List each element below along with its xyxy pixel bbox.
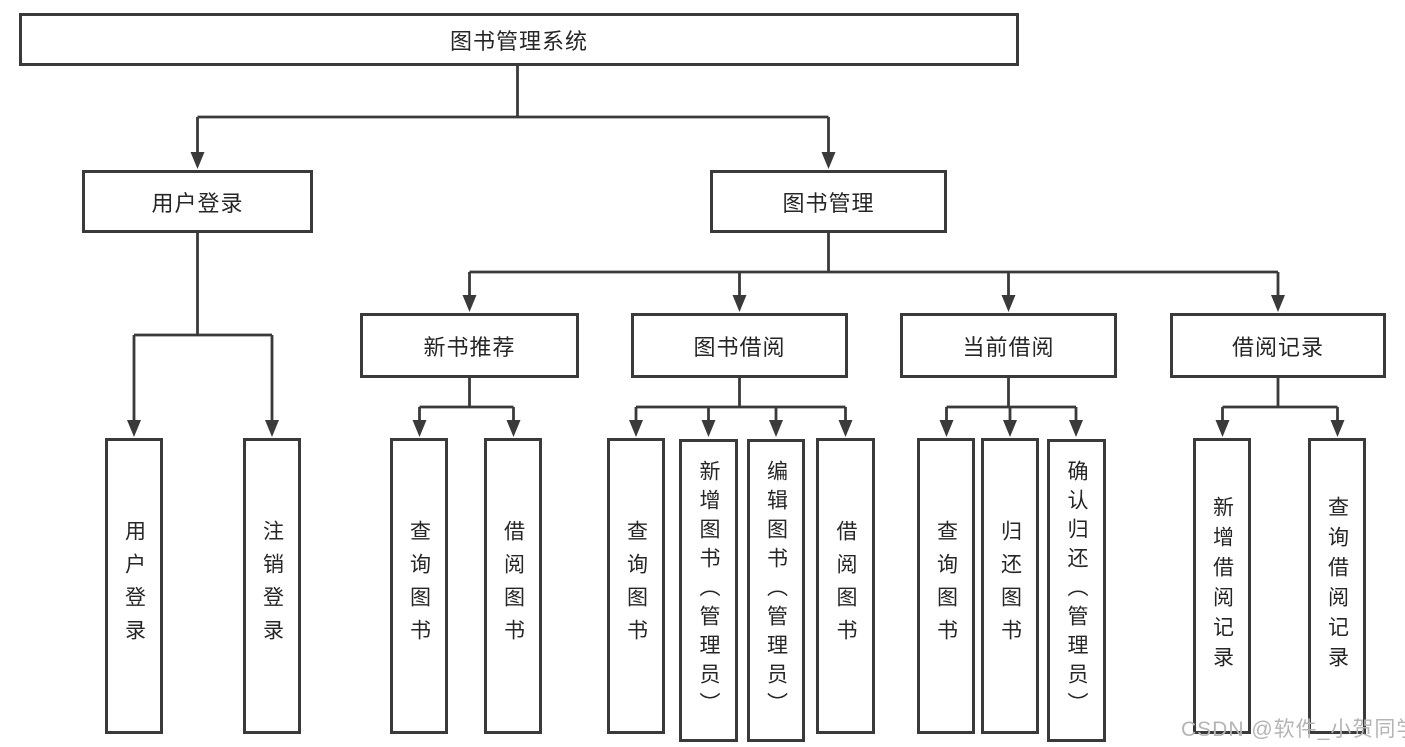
leaf-current-query-books: 查询图书 (917, 438, 975, 734)
node-current-borrow-label: 当前借阅 (962, 334, 1055, 360)
node-book-borrow: 图书借阅 (631, 313, 848, 378)
leaf-add-books-admin: 新增图书（管理员） (679, 439, 738, 742)
leaf-return-books: 归还图书 (981, 438, 1039, 734)
edge-borrow-record-children (1215, 378, 1345, 437)
node-current-borrow: 当前借阅 (900, 313, 1117, 378)
node-new-book-recommend: 新书推荐 (360, 313, 579, 378)
leaf-recommend-query-books: 查询图书 (390, 438, 448, 734)
edge-book-borrow-children (629, 378, 853, 437)
leaf-edit-books-admin-label: 编辑图书（管理员） (764, 460, 788, 721)
leaf-confirm-return-admin-label: 确认归还（管理员） (1065, 460, 1088, 721)
leaf-add-borrow-record-label: 新增借阅记录 (1210, 496, 1234, 676)
leaf-recommend-borrow-books-label: 借阅图书 (501, 520, 525, 652)
leaf-user-login-label: 用户登录 (122, 520, 146, 652)
node-borrow-record-label: 借阅记录 (1231, 334, 1324, 360)
edge-book-management-children (462, 233, 1285, 312)
node-library-system-label: 图书管理系统 (449, 28, 588, 54)
leaf-edit-books-admin: 编辑图书（管理员） (747, 439, 805, 742)
node-book-management: 图书管理 (710, 170, 947, 233)
edge-user-login-children (127, 233, 279, 437)
edge-new-book-recommend-children (412, 378, 521, 437)
leaf-recommend-borrow-books: 借阅图书 (484, 438, 542, 734)
leaf-add-borrow-record: 新增借阅记录 (1193, 438, 1251, 734)
leaf-logout-label: 注销登录 (260, 520, 284, 652)
leaf-query-borrow-record: 查询借阅记录 (1308, 438, 1366, 734)
leaf-query-borrow-record-label: 查询借阅记录 (1325, 496, 1349, 676)
node-new-book-recommend-label: 新书推荐 (423, 334, 516, 360)
leaf-borrow-query-books: 查询图书 (607, 438, 665, 734)
leaf-return-books-label: 归还图书 (998, 520, 1022, 652)
node-book-borrow-label: 图书借阅 (693, 334, 786, 360)
edge-current-borrow-children (939, 378, 1083, 437)
node-user-login-label: 用户登录 (151, 190, 244, 216)
leaf-current-query-books-label: 查询图书 (934, 520, 958, 652)
leaf-borrow-books-label: 借阅图书 (834, 520, 857, 652)
node-user-login: 用户登录 (82, 170, 313, 233)
csdn-watermark: CSDN @软件_小贺同学 (1181, 718, 1405, 741)
leaf-logout: 注销登录 (243, 438, 301, 734)
node-borrow-record: 借阅记录 (1170, 313, 1386, 378)
leaf-add-books-admin-label: 新增图书（管理员） (697, 460, 720, 721)
edge-root-to-level2 (190, 66, 836, 169)
node-library-system: 图书管理系统 (19, 13, 1019, 66)
leaf-borrow-query-books-label: 查询图书 (624, 520, 648, 652)
leaf-borrow-books: 借阅图书 (816, 438, 875, 734)
leaf-recommend-query-books-label: 查询图书 (407, 520, 431, 652)
node-book-management-label: 图书管理 (782, 190, 875, 216)
leaf-confirm-return-admin: 确认归还（管理员） (1047, 439, 1106, 742)
leaf-user-login: 用户登录 (105, 438, 163, 734)
